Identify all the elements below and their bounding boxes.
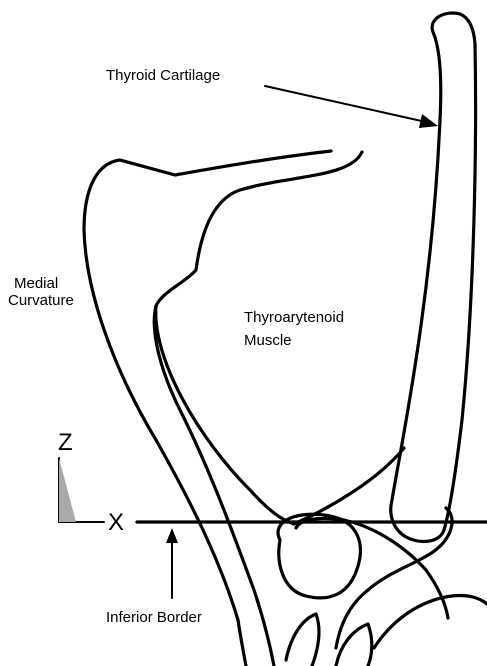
thyroid-cartilage-arrow-head: [419, 114, 438, 128]
muscle-label-line2: Muscle: [244, 332, 292, 349]
lower-right-curve-outline: [374, 595, 487, 648]
axis-wedge: [59, 458, 76, 522]
muscle-label-line1: Thyroarytenoid: [244, 309, 344, 326]
thyroid-cartilage-arrow-shaft: [265, 86, 426, 122]
medial-curvature-label-line1: Medial: [14, 275, 58, 292]
thyroid-cartilage-label: Thyroid Cartilage: [106, 67, 220, 84]
inferior-border-arrow-head: [166, 528, 178, 543]
z-axis-label: Z: [58, 429, 73, 456]
medial-curvature-label-line2: Curvature: [8, 292, 74, 309]
trachea-left-outline: [286, 614, 319, 666]
x-axis-label: X: [108, 509, 124, 536]
thyroid-cartilage-outline: [391, 13, 476, 541]
lower-cartilage-outline: [278, 514, 360, 598]
inferior-border-label: Inferior Border: [106, 609, 202, 626]
